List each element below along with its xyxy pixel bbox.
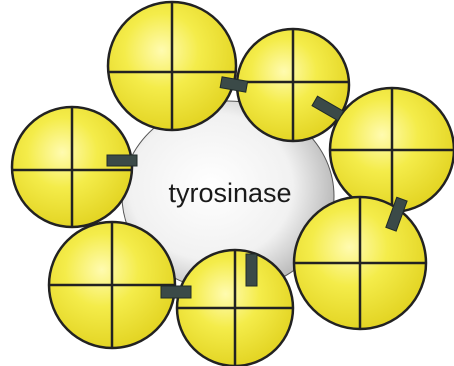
linker-bottom xyxy=(246,254,257,286)
particle-top-right xyxy=(237,29,349,141)
particle-bottom-right xyxy=(294,197,426,329)
particle-top-left xyxy=(108,2,236,130)
particle-right xyxy=(330,88,454,212)
particle-bottom-left xyxy=(49,222,175,348)
linker-bottom-left xyxy=(161,286,191,298)
particle-left xyxy=(12,107,132,227)
enzyme-label: tyrosinase xyxy=(168,178,291,208)
linker-left xyxy=(107,155,137,166)
particle-bottom-center xyxy=(177,250,293,366)
